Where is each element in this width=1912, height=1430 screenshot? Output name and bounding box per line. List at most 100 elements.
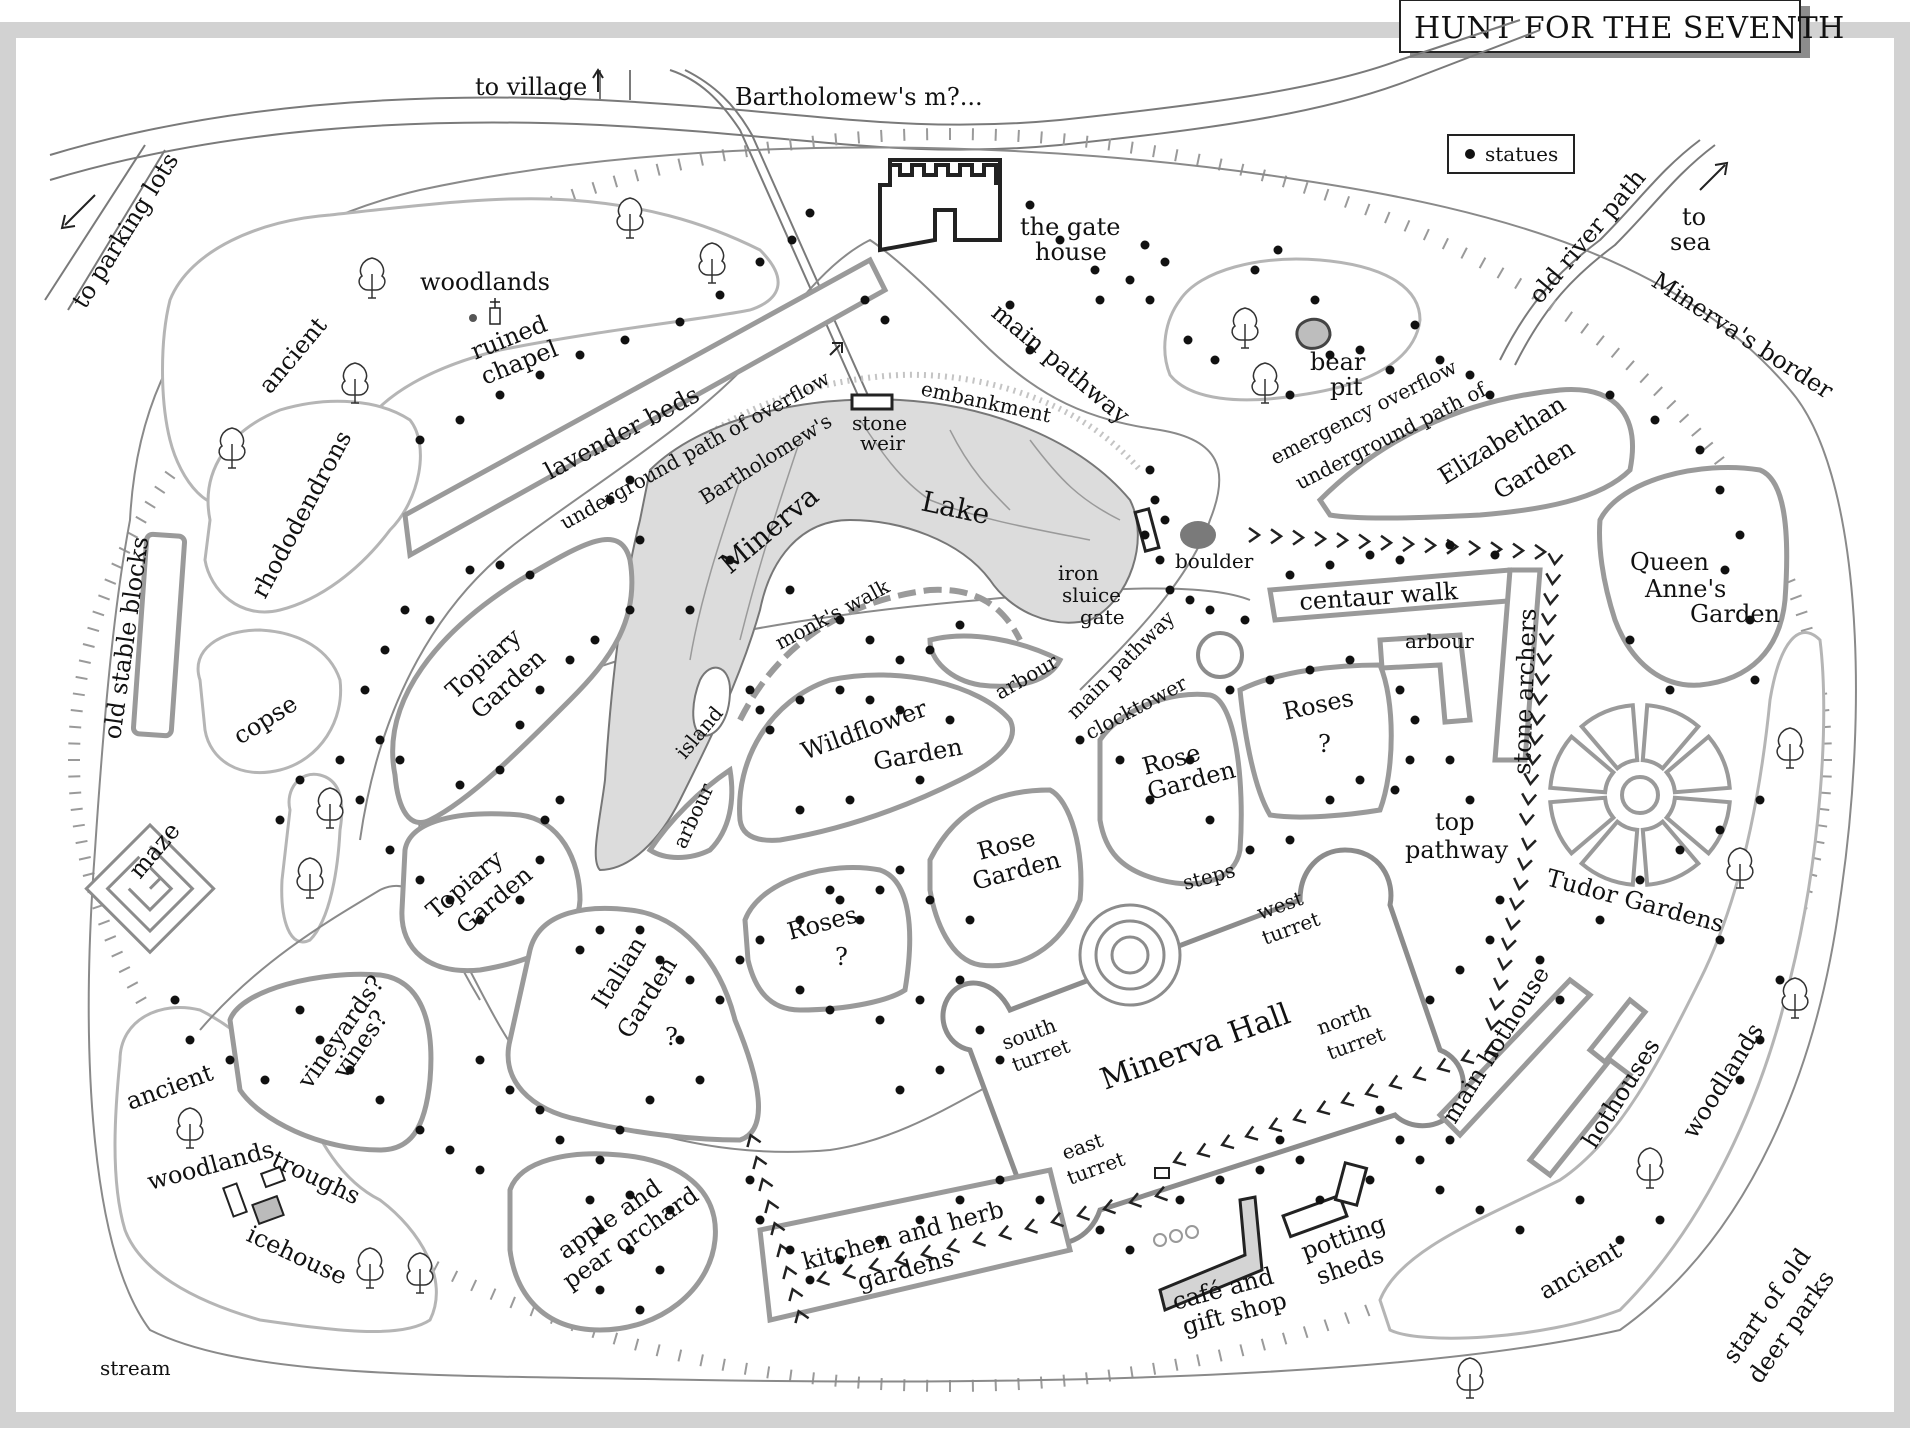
border-hatch-mark: [1678, 413, 1690, 424]
tudor-bed: [1548, 795, 1617, 857]
statue-dot: [1395, 555, 1405, 565]
statue-dot: [1245, 845, 1255, 855]
statue-dot: [795, 985, 805, 995]
statue-dot: [1150, 495, 1160, 505]
bear-pit-woods: [1163, 257, 1422, 402]
statue-dot: [1225, 685, 1235, 695]
border-hatch-mark: [634, 1338, 640, 1351]
label-roses-south-q: ?: [835, 943, 848, 971]
border-hatch-mark: [1107, 138, 1112, 151]
statue-dot: [1395, 685, 1405, 695]
statue-dot: [1475, 1205, 1485, 1215]
border-hatch-mark: [98, 919, 110, 926]
pathway-chevron: [1505, 917, 1521, 932]
label-gate-house-1: the gate: [1020, 213, 1120, 241]
lake-streams: [689, 419, 1121, 661]
statue-dot: [1183, 335, 1193, 345]
border-hatch-mark: [135, 515, 147, 524]
border-hatch-mark: [1691, 427, 1702, 437]
statue-dot: [1275, 1135, 1285, 1145]
statue-dot: [787, 235, 797, 245]
statue-dot: [455, 415, 465, 425]
border-hatch-mark: [75, 675, 88, 681]
pathway-chevron: [782, 1265, 798, 1280]
statue-dot: [1485, 390, 1495, 400]
minerva-hall: [940, 847, 1466, 1247]
statue-dot: [315, 1035, 325, 1045]
statue-dot: [955, 1195, 965, 1205]
statue-dot: [1665, 685, 1675, 695]
kitchen-herb-gardens: [757, 1167, 1074, 1324]
statue-dot: [1273, 245, 1283, 255]
border-hatch-mark: [788, 1369, 793, 1382]
pathway-chevron: [1102, 1198, 1117, 1215]
main-hothouse: [1436, 976, 1594, 1139]
italian-garden: [505, 905, 761, 1143]
statue-dot: [1325, 560, 1335, 570]
statue-dot: [755, 1215, 765, 1225]
statue-dot: [765, 725, 775, 735]
tudor-bed: [1548, 733, 1617, 795]
border-hatch-mark: [98, 594, 110, 601]
border-hatch-mark: [1152, 1362, 1157, 1375]
label-queen-garden: Garden: [1690, 600, 1780, 628]
pathway-chevron: [788, 1287, 804, 1302]
pathway-chevron: [1314, 530, 1328, 547]
statue-dot: [1325, 795, 1335, 805]
statue-dot: [1625, 635, 1635, 645]
statue-dot: [465, 565, 475, 575]
statue-dot: [1695, 445, 1705, 455]
elizabethan-garden: [1316, 387, 1635, 521]
border-hatch-mark: [1548, 299, 1557, 311]
statue-dot: [425, 615, 435, 625]
pathway-chevron: [1509, 897, 1525, 912]
statue-dot: [525, 570, 535, 580]
statue-dot: [1005, 300, 1015, 310]
statue-dot: [595, 1225, 605, 1235]
statue-dot: [1205, 605, 1215, 615]
statue-dot: [1715, 935, 1725, 945]
stone-weir: [850, 393, 894, 411]
border-hatch-mark: [857, 131, 861, 144]
hothouses-2: [1586, 996, 1649, 1066]
statue-dot: [955, 620, 965, 630]
pathway-chevron: [920, 1244, 935, 1260]
border-hatch-mark: [1129, 1366, 1134, 1379]
border-hatch-mark: [75, 839, 88, 845]
pathway-chevron: [1497, 957, 1513, 972]
statue-dot: [495, 765, 505, 775]
border-hatch-mark: [766, 1366, 771, 1379]
stone-archers: [1492, 567, 1543, 763]
roses-north: [1237, 662, 1394, 820]
gate-house-battlements: [888, 163, 998, 185]
border-hatch-mark: [612, 175, 619, 188]
border-hatch-mark: [1422, 228, 1430, 241]
statue-dot: [895, 865, 905, 875]
label-gate: gate: [1080, 605, 1125, 629]
pathway-chevron: [758, 1177, 774, 1192]
statue-dot: [805, 208, 815, 218]
statue-dot: [505, 1085, 515, 1095]
tudor-bed: [1578, 818, 1640, 887]
border-hatch-mark: [1260, 1338, 1266, 1351]
statue-dot: [785, 1245, 795, 1255]
vineyards: [227, 971, 434, 1153]
border-hatch-mark: [721, 1358, 726, 1371]
label-italian-q: ?: [665, 1023, 678, 1051]
statue-dot: [590, 635, 600, 645]
border-hatch-mark: [1239, 1344, 1245, 1357]
statue-dot: [1315, 1195, 1325, 1205]
statue-dot: [915, 1215, 925, 1225]
statue-dot: [1355, 345, 1365, 355]
border-hatch-mark: [1460, 247, 1468, 259]
border-hatch-mark: [111, 562, 123, 570]
tudor-bed: [1640, 818, 1702, 887]
label-gate-house-2: house: [1035, 238, 1107, 266]
border-hatch-mark: [78, 856, 91, 861]
pathway-chevron: [1076, 1205, 1091, 1221]
label-sea: sea: [1670, 228, 1711, 256]
statue-dot: [625, 605, 635, 615]
statue-dot: [945, 715, 955, 725]
statue-dot: [835, 895, 845, 905]
topiary-garden-south: [399, 811, 583, 974]
